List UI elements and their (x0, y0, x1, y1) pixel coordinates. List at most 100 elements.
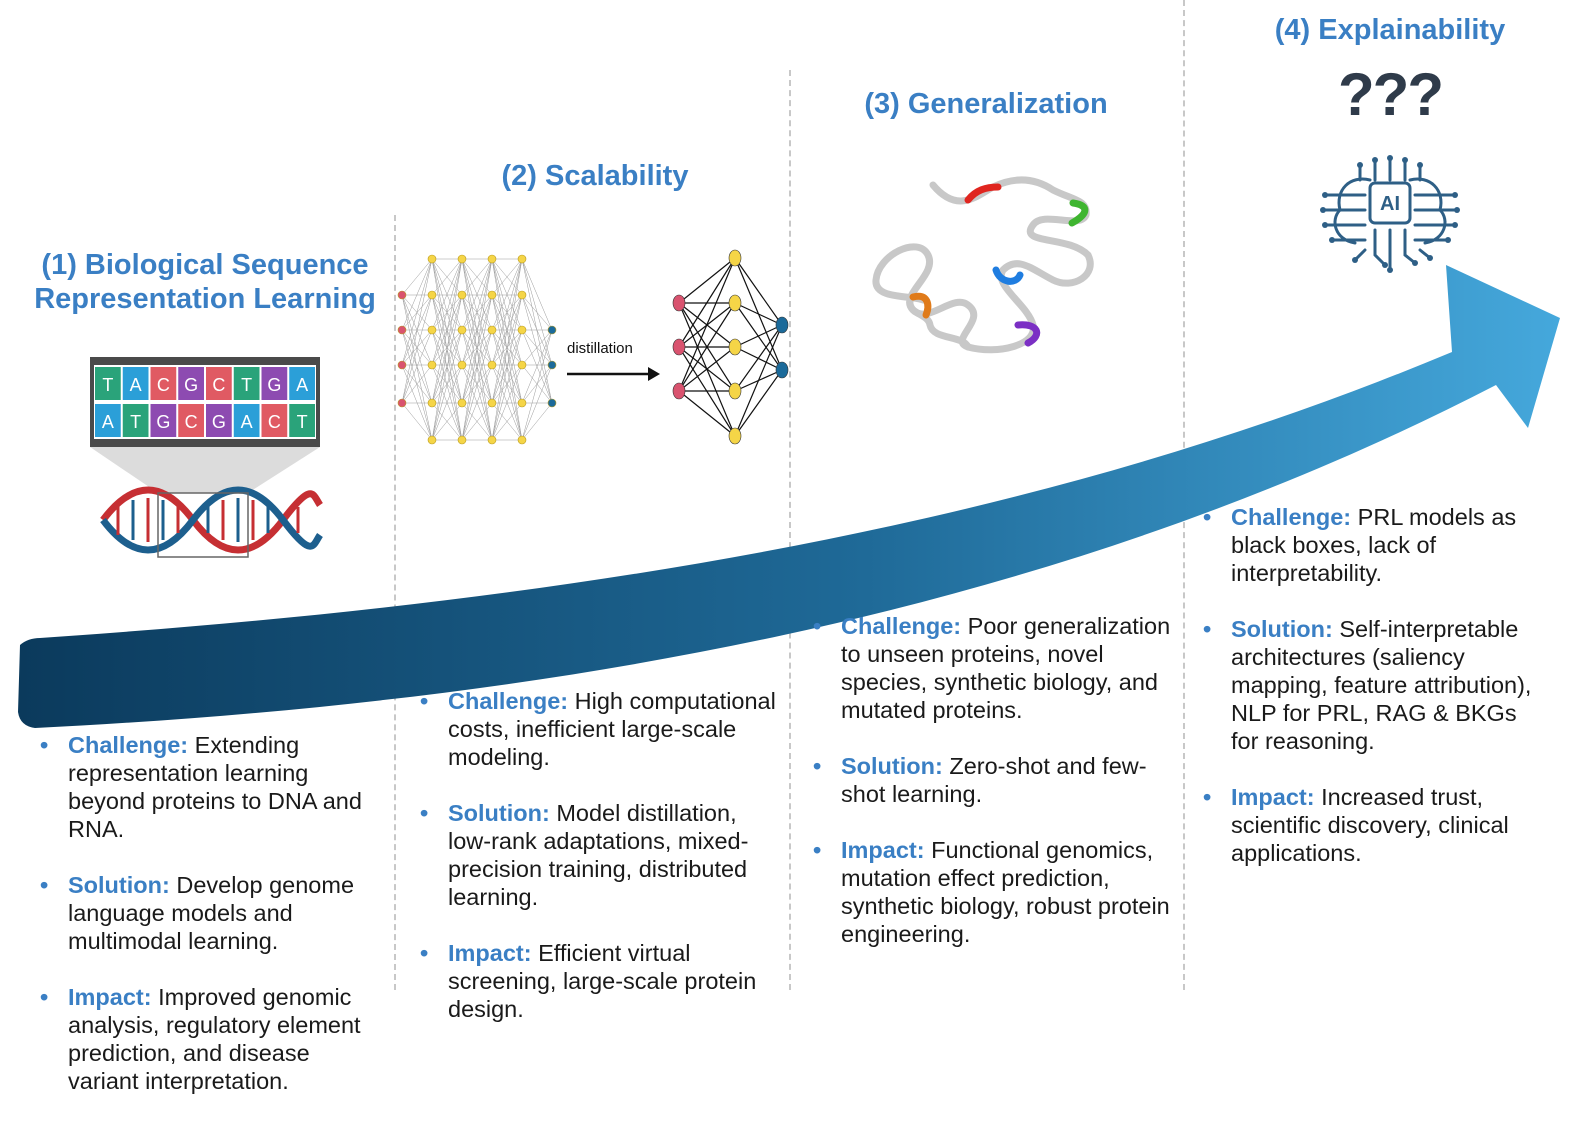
dna-top-base: G (184, 375, 198, 395)
teacher-node (427, 290, 437, 300)
teacher-node (457, 435, 467, 445)
stage-3-challenge: Challenge: Poor generalization to unseen… (813, 612, 1178, 724)
teacher-edge (461, 258, 493, 404)
student-node (775, 316, 789, 334)
teacher-edge (401, 258, 433, 331)
dna-top-tile (178, 367, 204, 400)
dna-bottom-base: C (268, 412, 281, 432)
dna-top-base: T (102, 375, 113, 395)
dna-top-base: G (267, 375, 281, 395)
teacher-edge (461, 258, 493, 441)
teacher-node (487, 360, 497, 370)
stage-4-title-line-1: (4) Explainability (1274, 14, 1506, 46)
stage-4-solution: Solution: Self-interpretable architectur… (1203, 615, 1548, 755)
teacher-edge (521, 294, 553, 404)
teacher-edge (431, 294, 463, 441)
stage-1-impact: Impact: Improved genomic analysis, regul… (40, 983, 385, 1095)
teacher-edge (521, 364, 553, 441)
question-marks-icon: ??? (1338, 61, 1444, 128)
stage-2-challenge: Challenge: High computational costs, ine… (420, 687, 785, 771)
teacher-edge (491, 329, 523, 441)
stage-2-title-line-1: (2) Scalability (501, 160, 689, 192)
stage-3-title: (3) Generalization (790, 87, 1182, 121)
dna-bottom-tile (289, 404, 315, 437)
stage-3-title-line-1: (3) Generalization (864, 88, 1108, 120)
dna-bottom-base: G (212, 412, 226, 432)
dna-bottom-tile (122, 404, 149, 437)
teacher-node (487, 290, 497, 300)
dna-bottom-base: T (297, 412, 308, 432)
column-divider-2 (789, 70, 791, 990)
ai-label: AI (1380, 193, 1400, 215)
student-edge (678, 302, 736, 392)
teacher-node (517, 254, 527, 264)
stage-3-solution: Solution: Zero-shot and few-shot learnin… (813, 752, 1178, 808)
teacher-edge (521, 329, 553, 404)
teacher-node (517, 290, 527, 300)
stage-3-impact: Impact: Functional genomics, mutation ef… (813, 836, 1178, 948)
teacher-edge (431, 258, 463, 366)
stage-1-bullets: Challenge: Extending representation lear… (40, 731, 385, 1123)
distillation-label: distillation (567, 340, 633, 357)
teacher-edge (521, 329, 553, 366)
teacher-edge (521, 364, 553, 404)
teacher-node (547, 360, 557, 370)
student-edge (734, 257, 783, 326)
teacher-edge (521, 294, 553, 331)
teacher-edge (401, 329, 433, 366)
teacher-node (397, 290, 407, 300)
teacher-node (517, 360, 527, 370)
dna-top-tile (289, 367, 315, 400)
teacher-node (427, 435, 437, 445)
teacher-edge (491, 258, 523, 331)
teacher-edge (461, 329, 493, 366)
teacher-edge (431, 364, 463, 404)
student-node (728, 294, 742, 312)
teacher-edge (401, 258, 433, 366)
stage-4-title: (4) Explainability (1190, 13, 1578, 47)
teacher-node (397, 325, 407, 335)
teacher-node (517, 398, 527, 408)
teacher-node (547, 325, 557, 335)
teacher-node (487, 398, 497, 408)
student-node (672, 294, 686, 312)
teacher-edge (431, 258, 463, 441)
student-node (672, 338, 686, 356)
dna-bottom-tile (178, 404, 204, 437)
teacher-edge (401, 329, 433, 441)
student-edge (678, 257, 736, 392)
teacher-node (487, 254, 497, 264)
teacher-edge (461, 402, 493, 441)
teacher-edge (521, 402, 553, 441)
teacher-edge (401, 294, 433, 441)
student-edge (678, 390, 736, 437)
teacher-node (457, 325, 467, 335)
teacher-edge (491, 258, 523, 404)
student-node (728, 427, 742, 445)
teacher-edge (431, 329, 463, 441)
teacher-edge (461, 364, 493, 441)
dna-top-tile (233, 367, 260, 400)
teacher-edge (431, 258, 463, 296)
dna-bottom-tile (233, 404, 260, 437)
student-edge (734, 324, 783, 437)
student-edge (734, 324, 783, 348)
teacher-edge (491, 364, 523, 441)
teacher-edge (521, 258, 553, 331)
teacher-node (457, 398, 467, 408)
student-edge (678, 257, 736, 304)
stage-2-impact: Impact: Efficient virtual screening, lar… (420, 939, 785, 1023)
teacher-edge (401, 364, 433, 404)
dna-top-tile (206, 367, 232, 400)
student-edge (734, 324, 783, 392)
dna-bottom-base: T (130, 412, 141, 432)
teacher-edge (431, 402, 463, 441)
neural-network-distillation-illustration: distillation (397, 249, 789, 445)
teacher-node (427, 254, 437, 264)
teacher-edge (461, 258, 493, 331)
stage-4-bullets: Challenge: PRL models as black boxes, la… (1203, 503, 1548, 895)
student-edge (734, 302, 783, 326)
teacher-edge (401, 329, 433, 404)
